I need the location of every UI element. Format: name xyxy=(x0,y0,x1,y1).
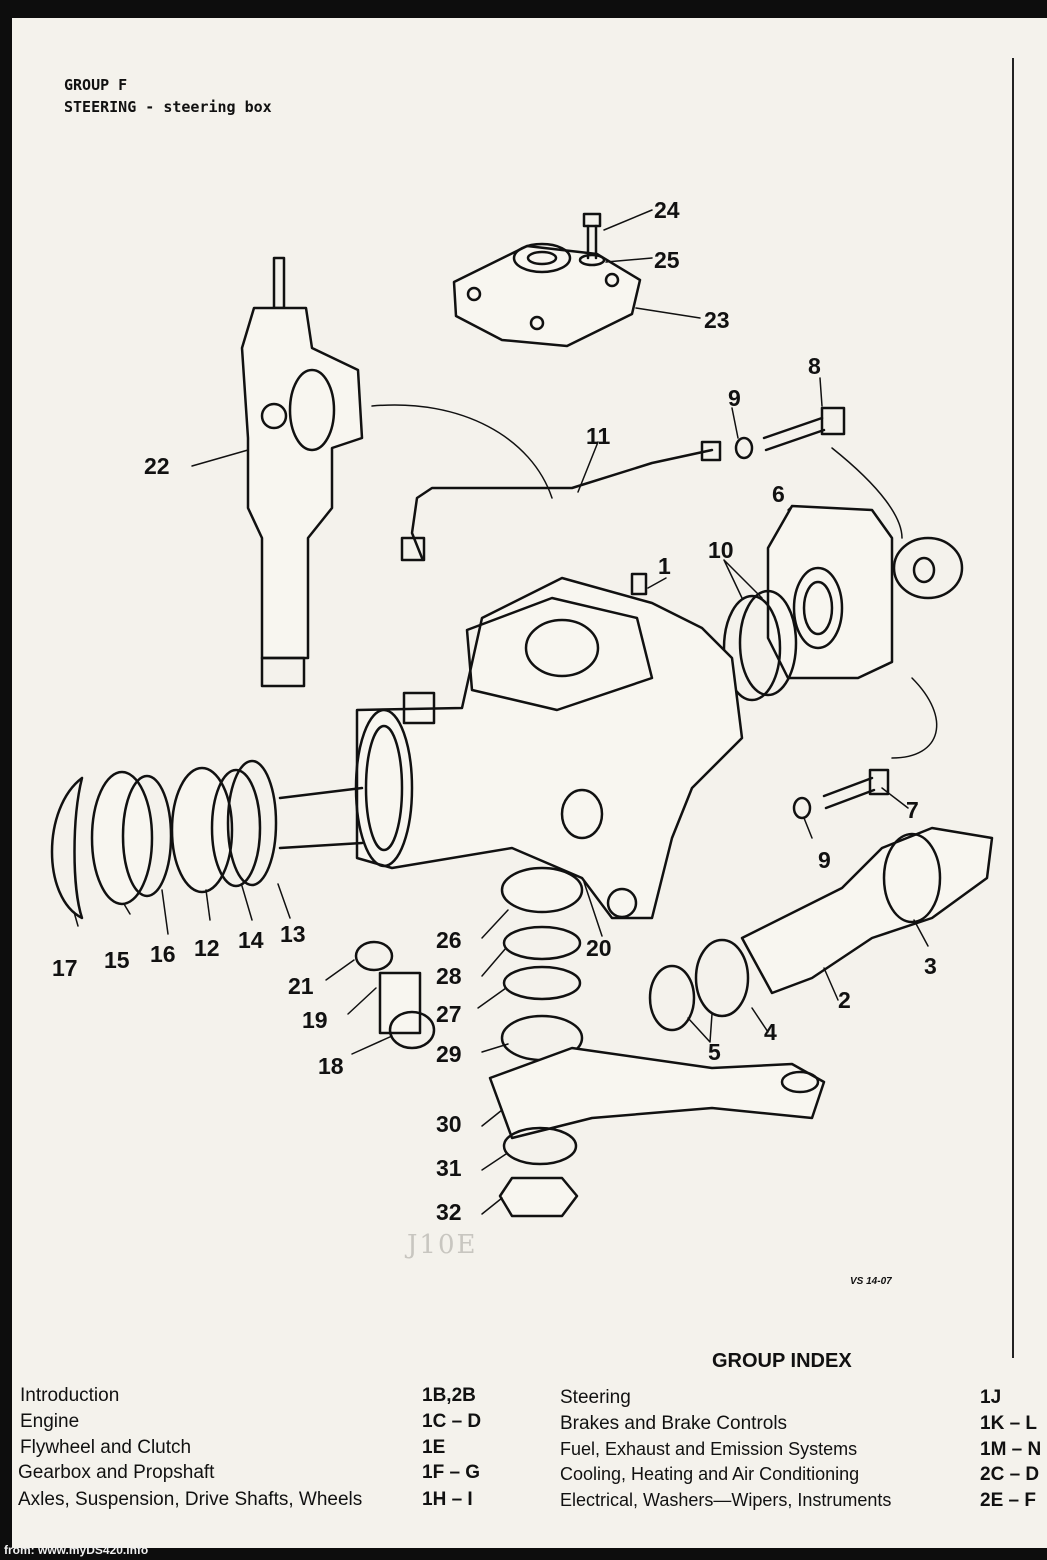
part-callouts: 24 25 23 8 9 22 11 6 10 1 7 9 17 15 16 1… xyxy=(52,197,937,1225)
section-title: STEERING - steering box xyxy=(64,98,272,116)
page-header: GROUP F STEERING - steering box xyxy=(64,74,272,118)
steering-box-housing-part xyxy=(354,576,744,920)
callout-label: 11 xyxy=(586,423,611,449)
index-label-left: Engine xyxy=(20,1411,80,1432)
callout-label: 20 xyxy=(586,935,612,961)
index-code-left: 1F – G xyxy=(422,1462,481,1483)
callout-label: 23 xyxy=(704,307,730,333)
sector-shaft-part xyxy=(240,256,364,688)
index-label-right: Fuel, Exhaust and Emission Systems xyxy=(560,1439,858,1459)
callout-label: 6 xyxy=(772,481,785,507)
callout-label: 22 xyxy=(144,453,170,479)
index-code-right: 1J xyxy=(980,1387,1002,1408)
callout-label: 2 xyxy=(838,987,851,1013)
manual-page: GROUP F STEERING - steering box xyxy=(12,18,1047,1548)
index-code-right: 1M – N xyxy=(980,1439,1042,1460)
callout-label: 31 xyxy=(436,1155,462,1181)
index-label-right: Brakes and Brake Controls xyxy=(560,1413,788,1434)
callout-label: 27 xyxy=(436,1001,462,1027)
callout-label: 10 xyxy=(708,537,734,563)
callout-label: 8 xyxy=(808,353,821,379)
index-code-left: 1C – D xyxy=(422,1411,482,1432)
callout-label: 26 xyxy=(436,927,462,953)
callout-label: 4 xyxy=(764,1019,777,1045)
feed-pipe-part xyxy=(410,448,714,560)
callout-label: 9 xyxy=(728,385,741,411)
index-code-left: 1E xyxy=(422,1437,446,1458)
drop-arm-part xyxy=(488,1046,826,1140)
group-label: GROUP F xyxy=(64,76,128,94)
faint-scan-mark: J10E xyxy=(407,1230,478,1260)
callout-label: 19 xyxy=(302,1007,328,1033)
callout-label: 16 xyxy=(150,941,176,967)
index-label-right: Steering xyxy=(560,1387,631,1408)
callout-label: 7 xyxy=(906,797,919,823)
callout-label: 14 xyxy=(238,927,264,953)
callout-label: 5 xyxy=(708,1039,721,1065)
index-label-left: Axles, Suspension, Drive Shafts, Wheels xyxy=(18,1489,363,1510)
callout-label: 29 xyxy=(436,1041,462,1067)
steering-box-exploded-diagram: 24 25 23 8 9 22 11 6 10 1 7 9 17 15 16 1… xyxy=(50,197,994,1225)
top-cover-part xyxy=(452,212,642,348)
index-code-right: 2E – F xyxy=(980,1490,1036,1511)
index-label-right: Cooling, Heating and Air Conditioning xyxy=(560,1464,860,1484)
index-code-right: 1K – L xyxy=(980,1413,1038,1434)
index-label-left: Gearbox and Propshaft xyxy=(18,1462,215,1483)
callout-label: 32 xyxy=(436,1199,462,1225)
callout-label: 9 xyxy=(818,847,831,873)
drawing-code: VS 14-07 xyxy=(850,1276,892,1287)
callout-label: 15 xyxy=(104,947,130,973)
index-label-left: Introduction xyxy=(20,1385,120,1406)
input-shaft-part xyxy=(740,826,994,995)
piston-circlip-part xyxy=(50,776,84,920)
index-label-left: Flywheel and Clutch xyxy=(20,1437,192,1458)
index-code-right: 2C – D xyxy=(980,1464,1040,1485)
group-index-title: GROUP INDEX xyxy=(712,1350,852,1372)
page-edge-rule xyxy=(1012,58,1014,1358)
callout-label: 25 xyxy=(654,247,680,273)
callout-label: 1 xyxy=(658,553,671,579)
index-code-left: 1H – I xyxy=(422,1489,473,1510)
callout-label: 24 xyxy=(654,197,680,223)
callout-label: 12 xyxy=(194,935,220,961)
callout-label: 3 xyxy=(924,953,937,979)
callout-label: 17 xyxy=(52,955,78,981)
callout-label: 18 xyxy=(318,1053,344,1079)
index-label-right: Electrical, Washers—Wipers, Instruments xyxy=(560,1490,892,1510)
callout-label: 21 xyxy=(288,973,314,999)
callout-label: 13 xyxy=(280,921,306,947)
callout-label: 28 xyxy=(436,963,462,989)
callout-label: 30 xyxy=(436,1111,462,1137)
index-code-left: 1B,2B xyxy=(422,1385,476,1406)
source-footer: from: www.myDS420.info xyxy=(4,1543,149,1557)
